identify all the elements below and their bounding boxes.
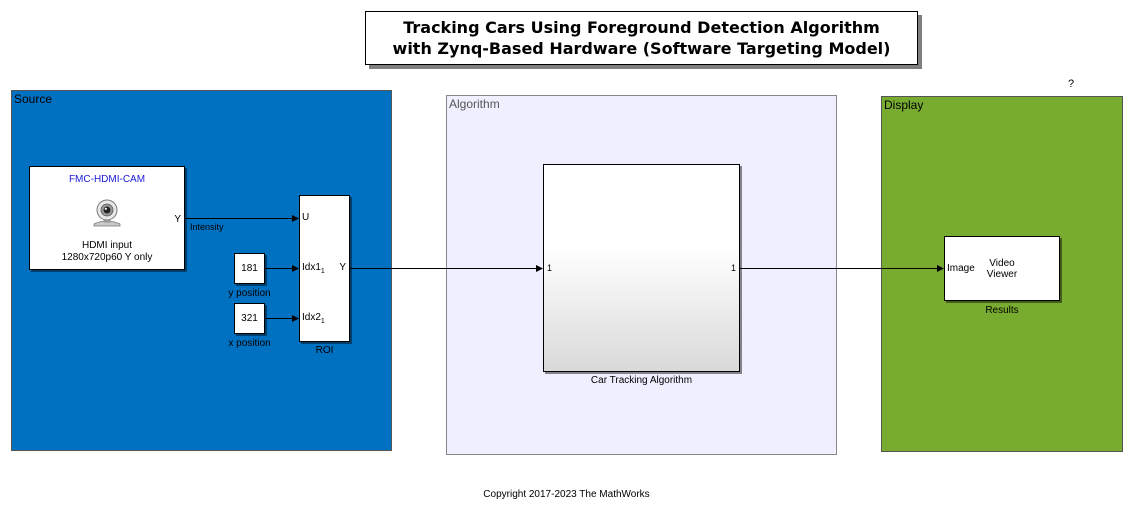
arrowhead-algorithm-to-viewer bbox=[937, 265, 944, 272]
x-position-constant-block[interactable]: 321 bbox=[234, 303, 265, 334]
arrowhead-intensity bbox=[292, 215, 299, 222]
algorithm-input-port[interactable]: 1 bbox=[547, 263, 553, 273]
intensity-signal-label[interactable]: Intensity bbox=[190, 222, 224, 232]
roi-selector-block[interactable]: U Idx11 Idx21 Y bbox=[299, 195, 350, 342]
help-question-icon[interactable]: ? bbox=[1068, 78, 1075, 90]
roi-input-port-idx1[interactable]: Idx11 bbox=[302, 262, 325, 275]
y-position-constant-block[interactable]: 181 bbox=[234, 253, 265, 284]
roi-input-port-u[interactable]: U bbox=[302, 212, 310, 223]
roi-port-idx1-subscript: 1 bbox=[320, 268, 325, 275]
fmc-hdmi-cam-block[interactable]: FMC-HDMI-CAM HDMI input 1280x720p60 Y on… bbox=[29, 166, 185, 270]
algorithm-area-label: Algorithm bbox=[449, 97, 500, 111]
viewer-block-caption: Results bbox=[985, 305, 1019, 316]
viewer-input-port-image[interactable]: Image bbox=[947, 263, 975, 274]
viewer-label-line-1: Video bbox=[989, 258, 1015, 269]
x-position-caption: x position bbox=[228, 338, 271, 349]
car-tracking-algorithm-subsystem[interactable]: 1 1 bbox=[543, 164, 740, 372]
y-position-caption: y position bbox=[228, 288, 271, 299]
source-area[interactable]: Source bbox=[11, 90, 392, 451]
algorithm-block-caption: Car Tracking Algorithm bbox=[590, 375, 693, 386]
display-area-label: Display bbox=[884, 98, 924, 112]
roi-port-idx1-label: Idx1 bbox=[302, 262, 321, 273]
viewer-label-line-2: Viewer bbox=[986, 269, 1018, 280]
source-area-label: Source bbox=[14, 92, 53, 106]
video-viewer-block[interactable]: Image Video Viewer bbox=[944, 236, 1060, 301]
roi-port-idx2-label: Idx2 bbox=[302, 312, 321, 323]
roi-port-idx2-subscript: 1 bbox=[320, 318, 325, 325]
title-line-1: Tracking Cars Using Foreground Detection… bbox=[403, 18, 880, 37]
roi-block-caption: ROI bbox=[315, 345, 334, 356]
arrowhead-x-position bbox=[292, 315, 299, 322]
algorithm-output-port[interactable]: 1 bbox=[730, 263, 736, 273]
arrowhead-y-position bbox=[292, 265, 299, 272]
viewer-block-label: Video Viewer bbox=[985, 258, 1019, 280]
webcam-icon bbox=[93, 199, 121, 227]
arrowhead-roi-to-algorithm bbox=[536, 265, 543, 272]
camera-block-name: FMC-HDMI-CAM bbox=[68, 174, 146, 185]
model-title-annotation[interactable]: Tracking Cars Using Foreground Detection… bbox=[365, 11, 918, 65]
camera-block-line-2: 1280x720p60 Y only bbox=[61, 252, 153, 263]
roi-input-port-idx2[interactable]: Idx21 bbox=[302, 312, 325, 325]
camera-output-port-y[interactable]: Y bbox=[174, 214, 181, 225]
title-line-2: with Zynq-Based Hardware (Software Targe… bbox=[392, 39, 891, 58]
camera-block-line-1: HDMI input bbox=[81, 240, 132, 251]
roi-output-port-y[interactable]: Y bbox=[339, 262, 346, 273]
copyright-annotation: Copyright 2017-2023 The MathWorks bbox=[483, 489, 650, 500]
